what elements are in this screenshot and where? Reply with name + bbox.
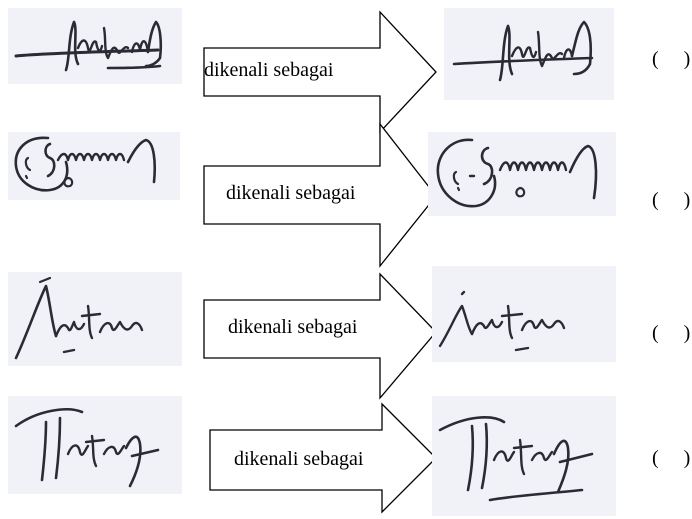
arrow-label: dikenali sebagai xyxy=(228,316,358,338)
signature-drawing xyxy=(14,136,157,192)
signature-drawing xyxy=(438,416,594,502)
arrow-shape xyxy=(203,10,437,134)
original-signature-image xyxy=(8,8,182,84)
arrow-shape xyxy=(209,402,437,514)
signature-drawing xyxy=(452,20,594,82)
recognition-arrow: dikenali sebagai xyxy=(200,8,440,136)
signature-drawing xyxy=(14,276,144,360)
recognized-signature-image xyxy=(432,266,616,362)
original-signature-image xyxy=(8,272,182,366)
result-mark: ( ) xyxy=(652,447,691,469)
result-mark: ( ) xyxy=(652,48,691,70)
recognition-arrow: dikenali sebagai xyxy=(206,400,440,516)
arrow-label: dikenali sebagai xyxy=(204,59,334,81)
signature-drawing xyxy=(14,20,163,72)
arrow-shape xyxy=(203,272,437,400)
signature-drawing xyxy=(14,408,160,488)
arrow-label: dikenali sebagai xyxy=(226,182,356,204)
result-mark: ( ) xyxy=(652,189,691,211)
recognized-signature-image xyxy=(444,8,614,100)
original-signature-image xyxy=(8,396,182,494)
arrow-label: dikenali sebagai xyxy=(234,448,364,470)
recognized-signature-image xyxy=(432,396,616,516)
signature-drawing xyxy=(436,138,598,208)
original-signature-image xyxy=(8,132,180,200)
recognition-arrow: dikenali sebagai xyxy=(200,120,440,270)
result-mark: ( ) xyxy=(652,322,691,344)
arrow-shape xyxy=(203,122,437,268)
recognition-arrow: dikenali sebagai xyxy=(200,270,440,402)
recognized-signature-image xyxy=(428,132,616,216)
signature-drawing xyxy=(438,290,566,352)
